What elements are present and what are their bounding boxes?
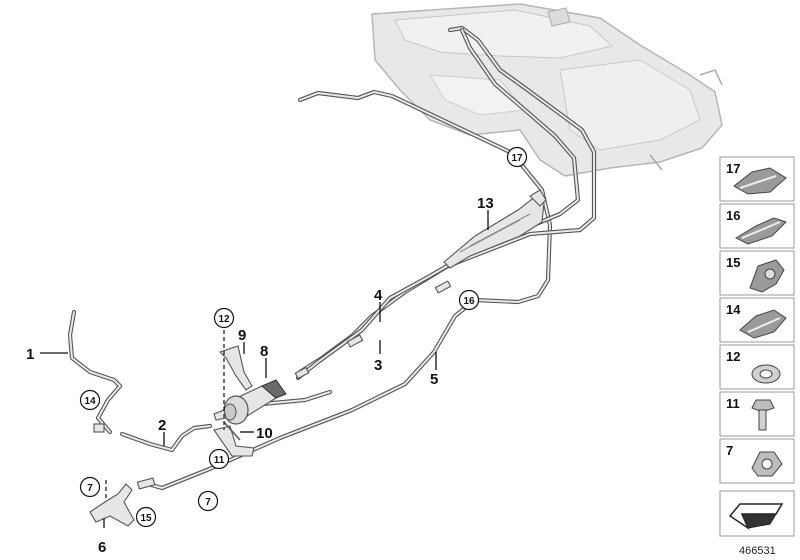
svg-text:15: 15 [726,255,740,270]
circled-callout-11: 11 [208,448,230,470]
svg-text:15: 15 [140,513,152,524]
callout-1: 1 [26,346,34,363]
svg-text:7: 7 [726,443,733,458]
legend-item-11: 11 [719,391,795,437]
line-clips [93,280,452,490]
legend-item-16: 16 [719,203,795,249]
callout-labels: 1 2 3 4 5 6 8 9 10 13 [26,195,494,556]
svg-text:11: 11 [726,396,740,411]
svg-text:16: 16 [726,208,740,223]
callout-2: 2 [158,417,166,434]
leader-lines [40,210,489,528]
svg-text:14: 14 [84,396,96,407]
svg-text:14: 14 [726,302,741,317]
fuel-tank-icon [371,3,723,177]
svg-text:12: 12 [726,349,740,364]
callout-9: 9 [238,327,246,344]
legend-item-15: 15 [719,250,795,296]
circled-callout-7a: 7 [79,476,101,498]
svg-text:7: 7 [87,483,93,494]
legend-item-17: 17 [719,156,795,202]
svg-text:17: 17 [726,161,740,176]
legend-item-14: 14 [719,297,795,343]
circled-callout-7b: 7 [197,490,219,512]
callout-6: 6 [98,539,106,556]
circled-callout-15: 15 [135,506,157,528]
svg-text:7: 7 [205,497,211,508]
circled-callout-17: 17 [506,146,528,168]
legend-item-12: 12 [719,344,795,390]
callout-13: 13 [477,195,494,212]
bracket-6 [89,483,135,527]
svg-text:16: 16 [463,296,475,307]
callout-5: 5 [430,371,438,388]
svg-text:12: 12 [218,314,230,325]
svg-text:11: 11 [214,455,225,466]
callout-8: 8 [260,343,268,360]
circled-callout-14: 14 [79,389,101,411]
direction-arrow-icon [719,490,795,537]
fuel-lines [67,25,597,491]
fuel-filter-icon [213,379,287,425]
circled-callouts: 17 16 14 12 11 7 7 15 [79,146,528,528]
assembly-lines [105,330,225,500]
filter-bracket-10 [213,421,255,457]
reference-number: 466531 [739,545,776,557]
legend-item-7: 7 [719,438,795,484]
parts-legend: 17 16 15 14 12 [719,156,795,537]
callout-3: 3 [374,357,382,374]
protective-shield-13 [443,189,547,269]
circled-callout-16: 16 [458,289,480,311]
svg-text:17: 17 [511,153,523,164]
filter-strap-9 [218,345,253,391]
callout-10: 10 [256,425,273,442]
circled-callout-12: 12 [213,307,235,329]
callout-4: 4 [374,287,383,304]
